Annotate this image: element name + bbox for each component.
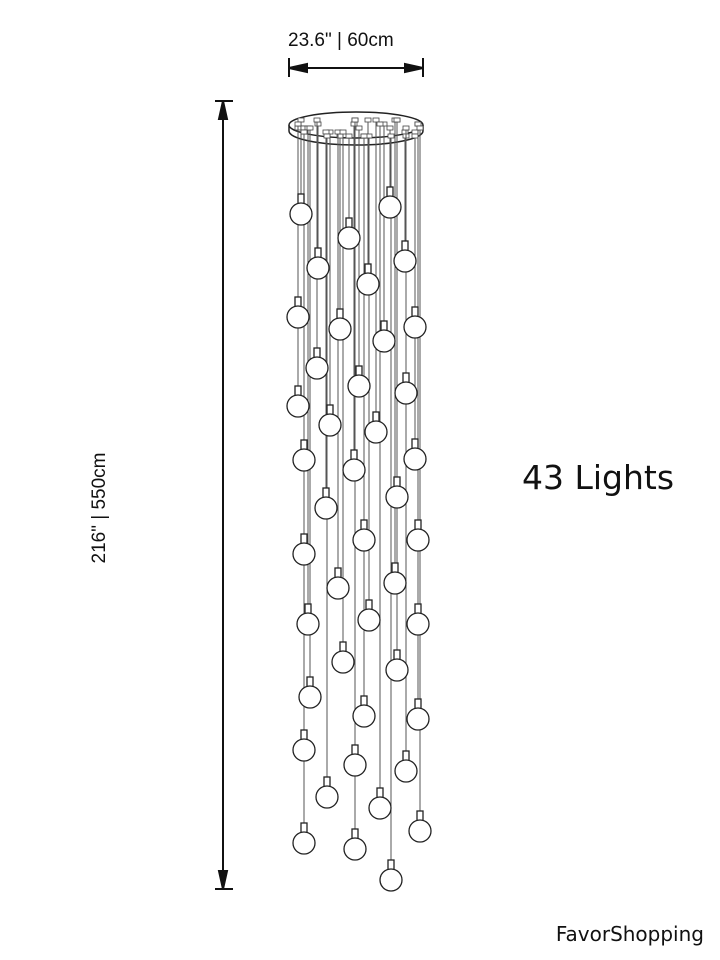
- wire-mount: [323, 133, 331, 139]
- height-dimension-label: 216" | 550cm: [89, 452, 110, 564]
- wire-mount: [411, 133, 419, 139]
- bulb: [406, 519, 430, 552]
- brand-watermark: FavorShopping: [555, 922, 704, 946]
- wire-mount: [364, 117, 372, 123]
- wire-mount: [414, 121, 422, 127]
- wire-mount: [386, 125, 394, 131]
- bulb: [352, 695, 376, 728]
- wire-mount: [402, 125, 410, 131]
- wire-mount: [300, 129, 308, 135]
- wire-mount: [339, 129, 347, 135]
- bulb: [394, 750, 418, 783]
- bulb: [289, 193, 313, 226]
- bulb: [385, 649, 409, 682]
- wire-mount: [297, 117, 305, 123]
- wire-mount: [376, 121, 384, 127]
- wire-mount: [401, 129, 409, 135]
- bulb: [298, 676, 322, 709]
- bulb: [305, 347, 329, 380]
- wire-mount: [314, 121, 322, 127]
- width-dimension-line: [288, 58, 424, 77]
- wire-mount: [360, 133, 368, 139]
- wire-mount: [294, 121, 302, 127]
- bulb: [383, 562, 407, 595]
- bulb: [342, 449, 366, 482]
- bulb: [378, 186, 402, 219]
- bulb: [296, 603, 320, 636]
- bulb: [292, 822, 316, 855]
- bulb: [385, 476, 409, 509]
- wire-mount: [313, 117, 321, 123]
- bulb: [292, 439, 316, 472]
- bulb: [292, 729, 316, 762]
- bulb: [326, 567, 350, 600]
- bulb: [406, 603, 430, 636]
- bulb: [318, 404, 342, 437]
- bulb: [368, 787, 392, 820]
- bulb: [306, 247, 330, 280]
- bulb: [394, 372, 418, 405]
- wire-mount: [387, 133, 395, 139]
- bulb: [328, 308, 352, 341]
- bulb: [347, 365, 371, 398]
- bulbs: [286, 186, 432, 892]
- bulb: [357, 599, 381, 632]
- bulb: [286, 296, 310, 329]
- bulb: [406, 698, 430, 731]
- wire-mount: [393, 117, 401, 123]
- bulb: [343, 744, 367, 777]
- lights-count-label: 43 Lights: [522, 458, 675, 497]
- bulb: [364, 411, 388, 444]
- wire-mount: [411, 129, 419, 135]
- bulb: [408, 810, 432, 843]
- width-dimension-label: 23.6" | 60cm: [288, 30, 394, 51]
- bulb: [403, 438, 427, 471]
- wire-mount: [322, 129, 330, 135]
- bulb: [331, 641, 355, 674]
- bulb: [403, 306, 427, 339]
- wire-mount: [345, 133, 353, 139]
- bulb: [343, 828, 367, 861]
- bulb: [314, 487, 338, 520]
- wire-mount: [350, 121, 358, 127]
- bulb: [372, 320, 396, 353]
- wire-mount: [306, 125, 314, 131]
- bulb: [352, 519, 376, 552]
- wire-mount: [355, 125, 363, 131]
- height-dimension-line: [215, 100, 233, 890]
- bulb: [286, 385, 310, 418]
- bulb: [393, 240, 417, 273]
- bulb: [356, 263, 380, 296]
- wire-mount: [416, 125, 424, 131]
- bulb: [379, 859, 403, 892]
- bulb: [315, 776, 339, 809]
- wire-mount: [372, 117, 380, 123]
- bulb: [292, 533, 316, 566]
- bulb: [337, 217, 361, 250]
- wire-mount: [351, 117, 359, 123]
